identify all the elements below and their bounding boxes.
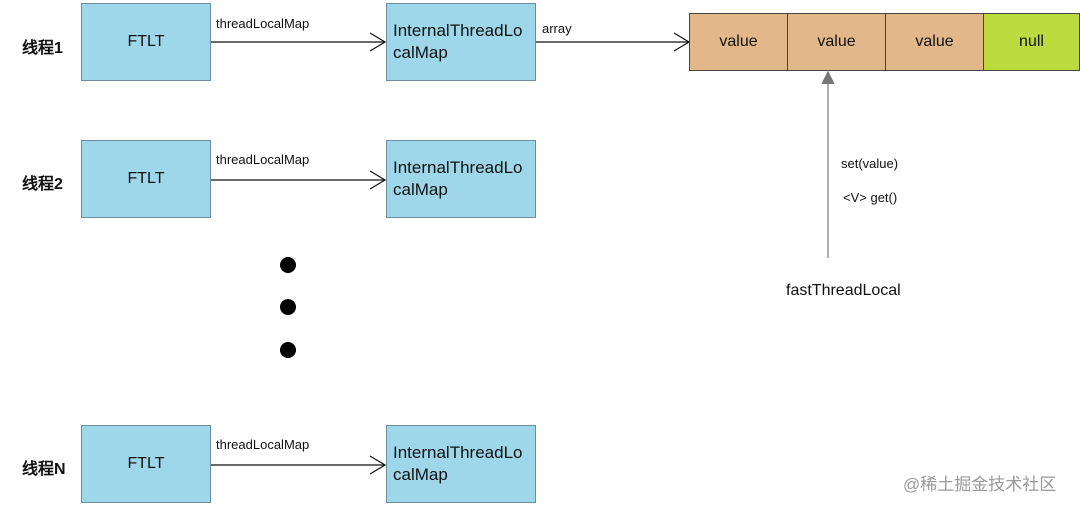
ftlt-label: FTLT [127,170,165,187]
ftlt-label: FTLT [127,455,165,472]
thread-n-ftlt-box: FTLT [81,425,211,503]
ellipsis-dot [280,342,296,358]
ellipsis-dot [280,257,296,273]
thread-1-edge-label: threadLocalMap [216,16,310,31]
thread-n-map-box: InternalThreadLocalMap [386,425,536,503]
thread-2-map-box: InternalThreadLocalMap [386,140,536,218]
array-cell: value [787,13,886,71]
array-cell: value [885,13,984,71]
map-label: InternalThreadLocalMap [393,443,523,484]
thread-1-label: 线程1 [22,40,63,57]
get-method-label: <V> get() [843,190,898,205]
thread-1-ftlt-box: FTLT [81,3,211,81]
array-cell-null: null [983,13,1080,71]
map-label: InternalThreadLocalMap [393,21,523,62]
array-cell: value [689,13,788,71]
ftlt-label: FTLT [127,33,165,50]
ellipsis-dot [280,299,296,315]
thread-2-label: 线程2 [22,176,63,193]
thread-n-edge-label: threadLocalMap [216,437,310,452]
thread-1-map-box: InternalThreadLocalMap [386,3,536,81]
watermark: @稀土掘金技术社区 [903,475,1057,494]
array-edge-label: array [542,21,572,36]
thread-n-label: 线程N [22,461,66,478]
set-method-label: set(value) [841,156,899,171]
fastthreadlocal-label: fastThreadLocal [786,282,901,299]
thread-2-ftlt-box: FTLT [81,140,211,218]
map-label: InternalThreadLocalMap [393,158,523,199]
thread-2-edge-label: threadLocalMap [216,152,310,167]
